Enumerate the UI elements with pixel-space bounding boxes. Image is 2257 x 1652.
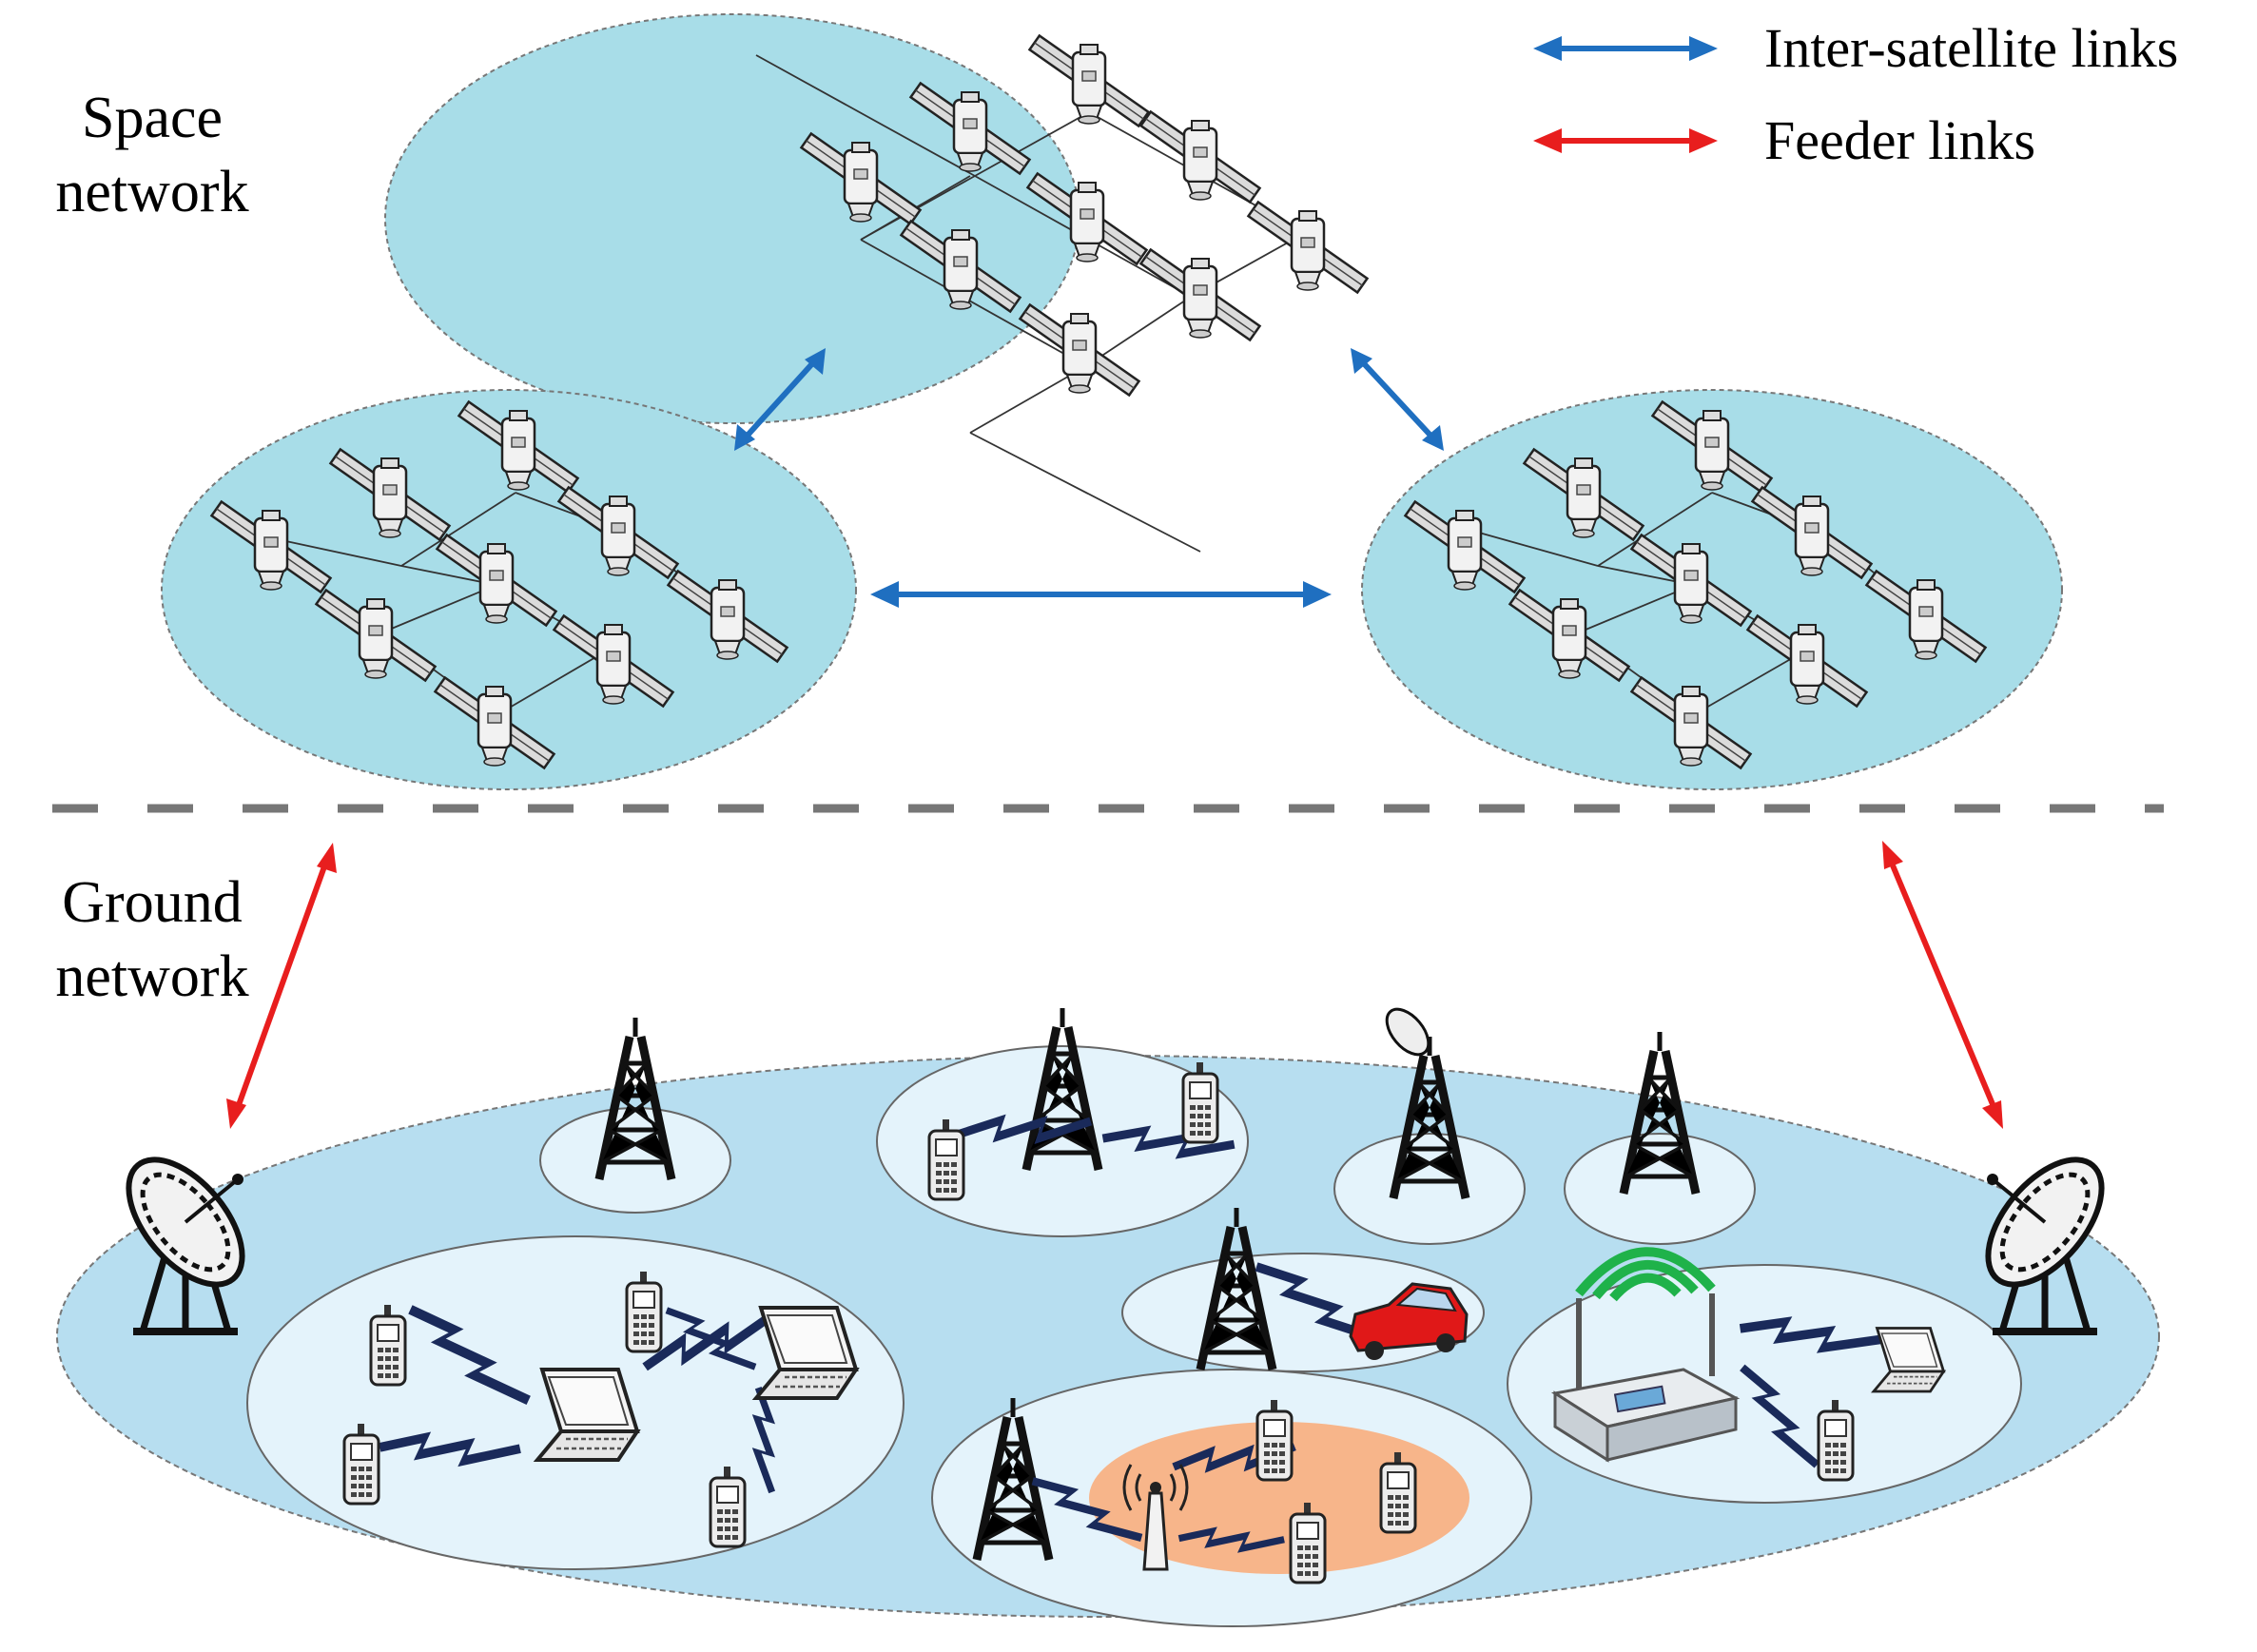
inter-satellite-link-top-to-right — [1351, 348, 1444, 451]
legend-inter-satellite-arrow — [1533, 36, 1718, 61]
access-point-icon — [1122, 1464, 1189, 1571]
mobile-phone-icon — [1379, 1450, 1417, 1534]
inter-satellite-link-left-to-right — [870, 581, 1332, 608]
mobile-phone-icon — [1289, 1501, 1327, 1584]
space-network-label-line1: Space — [81, 86, 224, 150]
mobile-phone-icon — [1181, 1060, 1219, 1144]
satellite-dish-icon — [1385, 1007, 1430, 1057]
legend-inter-satellite-label: Inter-satellite links — [1764, 17, 2179, 79]
mobile-phone-icon — [625, 1270, 663, 1353]
legend-feeder-label: Feeder links — [1764, 109, 2036, 171]
inter-satellite-link-top-to-left — [734, 348, 826, 451]
space-network-label: Space network — [38, 81, 266, 229]
feeder-link-left — [226, 843, 337, 1129]
ground-network-label: Ground network — [38, 865, 266, 1014]
legend-feeder-arrow — [1533, 128, 1718, 153]
car-icon — [1349, 1282, 1469, 1360]
cell-tower-coverage-2 — [876, 1045, 1249, 1237]
satellite-cluster-top — [384, 13, 1080, 424]
cell-tower-coverage-4 — [1564, 1133, 1756, 1245]
mobile-phone-icon — [369, 1303, 407, 1387]
ground-network-label-line2: network — [55, 944, 249, 1009]
mobile-phone-icon — [1817, 1398, 1855, 1482]
cell-tower-coverage-3 — [1333, 1133, 1526, 1245]
mobile-phone-icon — [709, 1465, 747, 1548]
wifi-router-icon — [1550, 1247, 1741, 1463]
ground-network-label-line1: Ground — [62, 870, 243, 935]
mobile-phone-icon — [1255, 1398, 1294, 1482]
mobile-phone-icon — [927, 1118, 965, 1201]
mobile-phone-icon — [342, 1422, 380, 1506]
feeder-link-right — [1882, 841, 2003, 1129]
space-network-label-line2: network — [55, 160, 249, 224]
